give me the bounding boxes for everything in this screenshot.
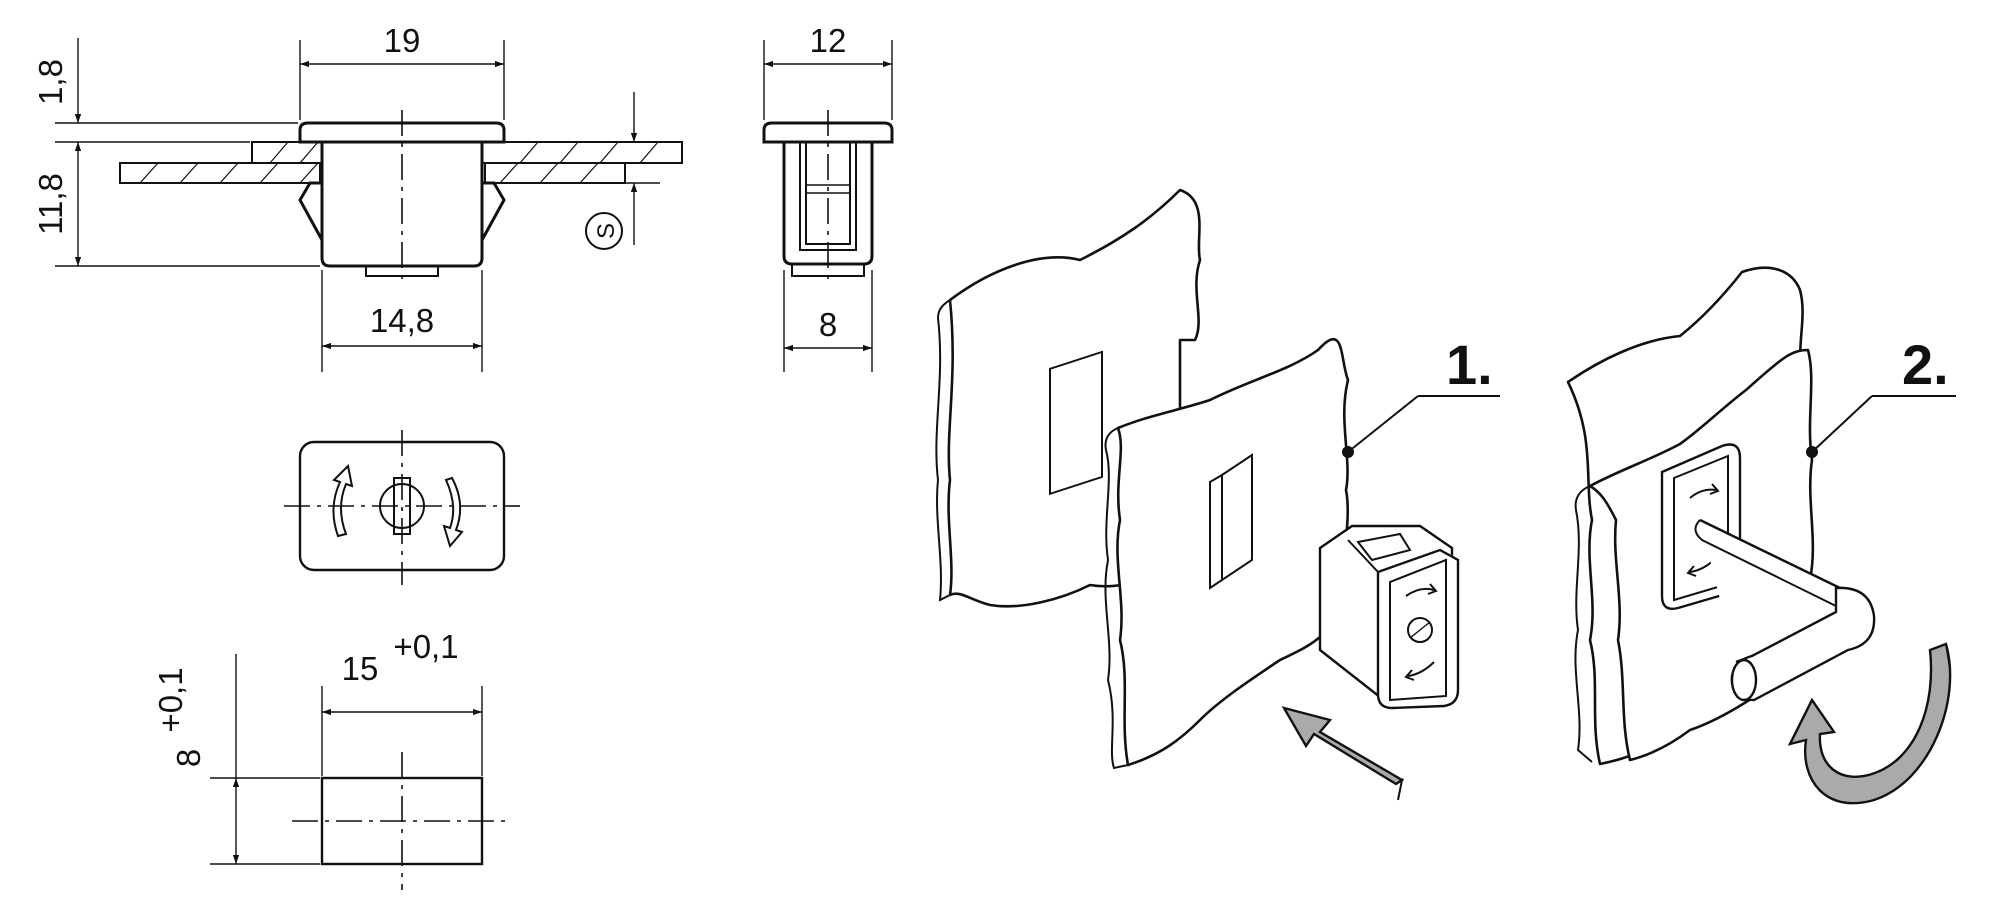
- side-view: [762, 110, 894, 285]
- step2-label: 2.: [1902, 333, 1949, 396]
- side-dimensions: 12 8: [763, 22, 893, 372]
- dim-cutout-height: 8: [170, 749, 207, 767]
- dim-top-width: 19: [384, 22, 421, 59]
- step1-label: 1.: [1446, 333, 1493, 396]
- dim-sheet-thickness: S: [593, 223, 620, 239]
- dim-cutout-height-tolerance: +0,1: [152, 667, 189, 732]
- step2-illustration: 2.: [1566, 266, 1956, 805]
- rotate-left-arrow-icon: [332, 463, 354, 538]
- sheet-thickness-symbol: [585, 212, 623, 250]
- rotate-right-arrow-icon: [442, 476, 464, 549]
- dim-side-width: 12: [810, 22, 847, 59]
- sheet-hatching: [139, 141, 659, 184]
- front-dimensions: 19 14,8 1,8 11,8 S: [32, 22, 660, 372]
- dim-cap-thickness: 1,8: [32, 59, 69, 105]
- dim-cutout-width: 15: [342, 650, 379, 687]
- dim-cutout-width-tolerance: +0,1: [393, 628, 458, 665]
- step1-illustration: 1.: [935, 188, 1500, 801]
- top-view: [284, 430, 520, 585]
- rotate-arrow-icon: [1787, 642, 1952, 805]
- cutout-view: 15 +0,1 8 +0,1: [152, 628, 512, 890]
- dim-height: 11,8: [32, 173, 69, 235]
- dim-body-width: 14,8: [370, 302, 434, 339]
- dim-side-body-width: 8: [819, 306, 837, 343]
- push-arrow-icon: [1281, 706, 1405, 786]
- front-section-view: [119, 110, 683, 285]
